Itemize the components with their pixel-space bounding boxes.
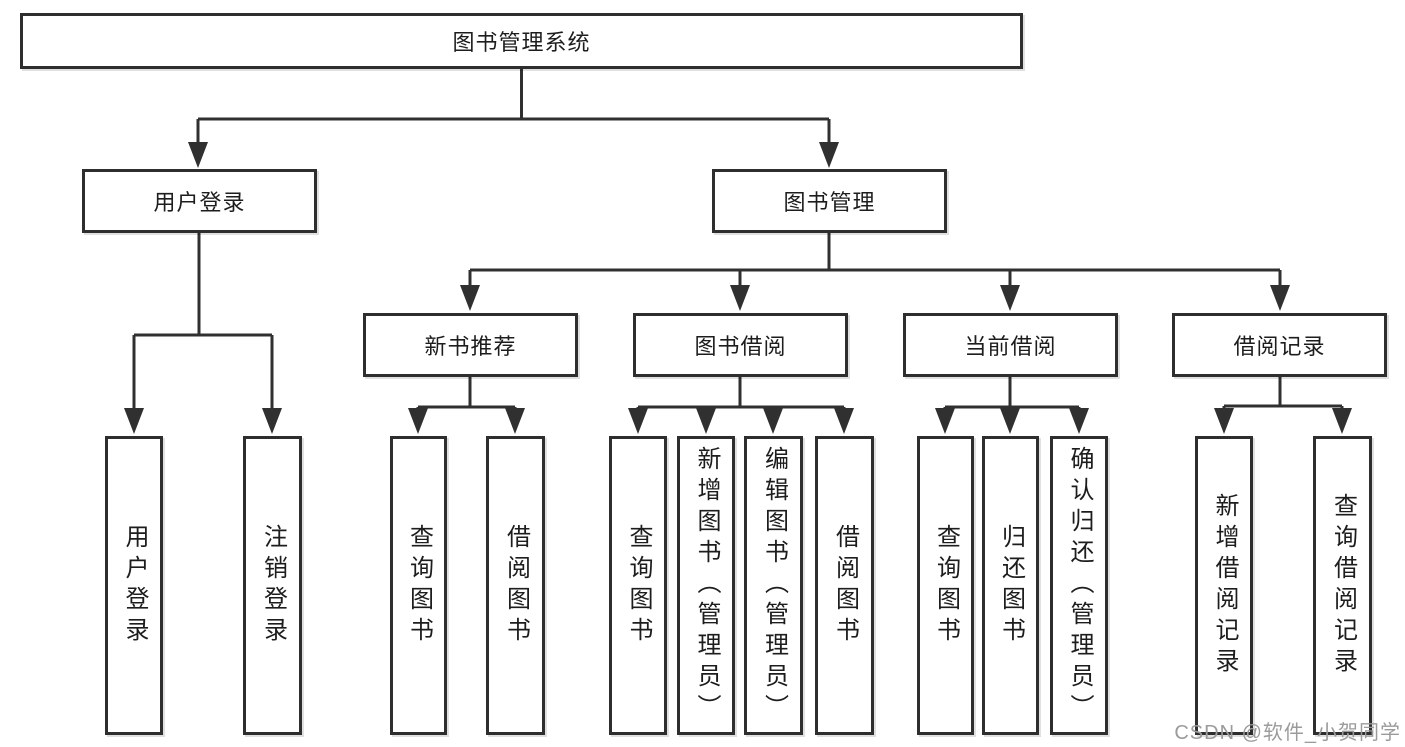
edges-new-book-children <box>408 377 525 434</box>
node-new-book-recommend: 新书推荐 <box>363 313 578 377</box>
leaf-query-borrow-record-label: 查询借阅记录 <box>1329 492 1357 679</box>
leaf-edit-book-admin-label: 编辑图书（管理员） <box>760 446 788 725</box>
leaf-query-book-1: 查询图书 <box>390 436 447 735</box>
node-book-management: 图书管理 <box>712 169 947 233</box>
node-borrow-records-label: 借阅记录 <box>1233 334 1326 359</box>
leaf-add-book-admin: 新增图书（管理员） <box>677 436 735 735</box>
leaf-edit-book-admin: 编辑图书（管理员） <box>744 436 803 735</box>
leaf-query-book-2-label: 查询图书 <box>625 523 652 648</box>
node-current-borrow: 当前借阅 <box>903 313 1118 377</box>
edges-root-to-level2 <box>188 69 839 168</box>
leaf-return-book: 归还图书 <box>982 436 1039 735</box>
leaf-logout-label: 注销登录 <box>259 523 287 648</box>
leaf-borrow-book-1-label: 借阅图书 <box>502 523 530 648</box>
leaf-borrow-book-2: 借阅图书 <box>815 436 874 735</box>
leaf-user-login: 用户登录 <box>105 436 163 735</box>
leaf-confirm-return-admin: 确认归还（管理员） <box>1050 436 1108 735</box>
edges-book-borrow-children <box>628 377 854 434</box>
leaf-add-book-admin-label: 新增图书（管理员） <box>693 446 720 725</box>
leaf-query-book-2: 查询图书 <box>609 436 667 735</box>
leaf-query-borrow-record: 查询借阅记录 <box>1313 436 1372 735</box>
leaf-user-login-label: 用户登录 <box>121 523 148 648</box>
node-current-borrow-label: 当前借阅 <box>964 334 1057 359</box>
leaf-query-book-3: 查询图书 <box>917 436 974 735</box>
edges-current-borrow-children <box>935 377 1089 434</box>
node-user-login-label: 用户登录 <box>153 190 246 215</box>
node-borrow-records: 借阅记录 <box>1172 313 1387 377</box>
leaf-query-book-3-label: 查询图书 <box>932 523 960 648</box>
node-library-system-label: 图书管理系统 <box>452 30 591 55</box>
node-new-book-recommend-label: 新书推荐 <box>424 334 517 359</box>
leaf-borrow-book-2-label: 借阅图书 <box>831 523 859 648</box>
leaf-return-book-label: 归还图书 <box>997 523 1025 648</box>
leaf-borrow-book-1: 借阅图书 <box>486 436 545 735</box>
leaf-query-book-1-label: 查询图书 <box>405 523 433 648</box>
node-library-system: 图书管理系统 <box>20 13 1023 69</box>
leaf-logout: 注销登录 <box>243 436 302 735</box>
node-book-borrow-label: 图书借阅 <box>694 334 787 359</box>
edges-book-management-children <box>460 233 1290 311</box>
node-book-management-label: 图书管理 <box>783 190 876 215</box>
edges-user-login-children <box>124 233 282 434</box>
edges-borrow-record-children <box>1214 377 1352 434</box>
leaf-confirm-return-admin-label: 确认归还（管理员） <box>1066 446 1093 725</box>
node-book-borrow: 图书借阅 <box>633 313 848 377</box>
leaf-add-borrow-record-label: 新增借阅记录 <box>1211 492 1238 679</box>
leaf-add-borrow-record: 新增借阅记录 <box>1195 436 1253 735</box>
node-user-login: 用户登录 <box>82 169 317 233</box>
csdn-watermark: CSDN @软件_小贺同学 <box>1174 722 1401 744</box>
